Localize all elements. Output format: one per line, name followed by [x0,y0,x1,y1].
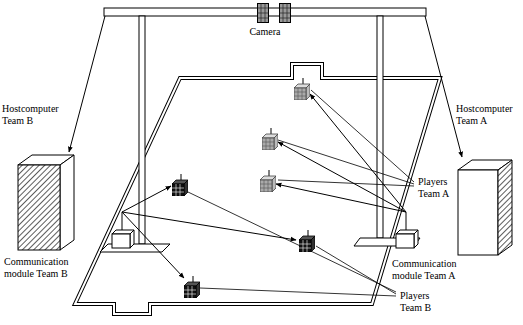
component-label: Camera [243,26,287,38]
player-team-b [299,230,315,252]
player-team-a [260,170,276,192]
host-computer-b [18,155,74,250]
radio-link [122,94,406,278]
gantry-post [139,16,145,244]
player-team-a [262,128,278,150]
component-label: Communication module Team A [392,258,470,282]
communication-module-a [396,212,418,248]
player-team-a [294,78,310,100]
field-wall [75,64,440,314]
component-label: Hostcomputer Team A [456,103,520,127]
component-label: Hostcomputer Team B [2,103,68,127]
component-label: Communication module Team B [4,256,82,280]
camera-icon [258,4,269,23]
video-cable [69,16,105,152]
gantry-post [377,16,383,238]
video-cable [425,16,462,157]
component-label: Players Team A [418,176,468,200]
camera-icon [280,4,291,23]
host-computer-a [458,160,512,255]
component-label: Players Team B [400,290,450,314]
player-team-b [184,276,200,298]
field-wall-inner [75,64,440,314]
post-base [100,244,170,252]
leader-line [188,90,414,296]
communication-module-b [112,212,134,248]
player-team-b [172,174,188,196]
